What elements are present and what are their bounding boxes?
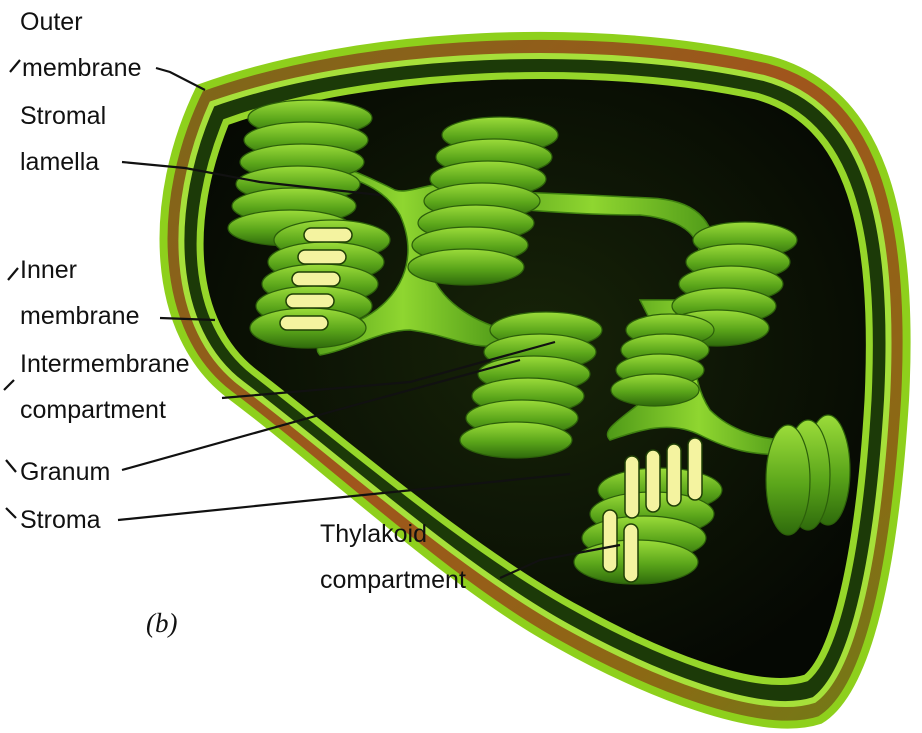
label-intermembrane-1: Intermembrane bbox=[20, 350, 190, 378]
label-granum: Granum bbox=[20, 458, 110, 486]
label-inner-membrane-2: membrane bbox=[20, 302, 140, 330]
leader-inner-membrane-left bbox=[8, 268, 18, 280]
leader-granum-left bbox=[6, 460, 16, 472]
label-thylakoid-1: Thylakoid bbox=[320, 520, 427, 548]
leader-outer-membrane-left bbox=[10, 60, 20, 72]
label-stromal-lamella-2: lamella bbox=[20, 148, 99, 176]
figure-caption: (b) bbox=[146, 608, 177, 638]
label-stroma: Stroma bbox=[20, 506, 101, 534]
label-outer-membrane-2: membrane bbox=[22, 54, 142, 82]
leader-outer-membrane bbox=[156, 68, 205, 90]
label-outer-membrane-1: Outer bbox=[20, 8, 83, 36]
granum-stack-5 bbox=[611, 314, 714, 406]
label-stromal-lamella-1: Stromal bbox=[20, 102, 106, 130]
label-intermembrane-2: compartment bbox=[20, 396, 166, 424]
leader-stroma-left bbox=[6, 508, 16, 518]
label-inner-membrane-1: Inner bbox=[20, 256, 77, 284]
label-thylakoid-2: compartment bbox=[320, 566, 466, 594]
granum-stack-6 bbox=[766, 415, 850, 535]
leader-intermembrane-left bbox=[4, 380, 14, 390]
